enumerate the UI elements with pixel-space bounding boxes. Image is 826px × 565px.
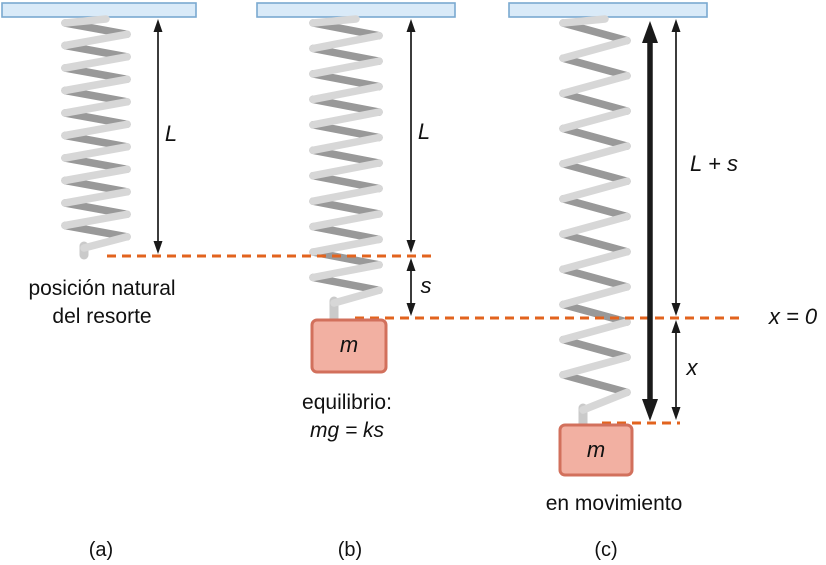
dimension-arrow-L-plus-s-c <box>671 19 681 316</box>
dimension-arrow-s-b <box>406 258 416 316</box>
mass-block-c <box>558 423 634 477</box>
panel-label-c: (c) <box>594 539 618 561</box>
caption-b-equation: mg = ks <box>309 419 385 442</box>
dim-label-s-b: s <box>420 273 432 298</box>
dim-label-x-c: x <box>686 355 698 380</box>
ceiling-bar-c <box>508 2 708 18</box>
caption-c: en movimiento <box>545 492 683 515</box>
mass-label-b: m <box>339 332 359 357</box>
dimension-arrow-L-b <box>406 19 416 253</box>
dim-label-L-b: L <box>417 119 431 144</box>
spring-length-arrow-c <box>642 21 658 421</box>
caption-a-line1: posición natural <box>28 277 176 300</box>
dimension-arrow-L-a <box>153 19 163 254</box>
axis-label-x-equals-0: x = 0 <box>768 304 818 329</box>
mass-block-b <box>310 318 388 374</box>
caption-a-line2: del resorte <box>52 305 152 328</box>
panel-label-a: (a) <box>88 539 114 561</box>
dim-label-L-plus-s-c: L + s <box>690 151 738 176</box>
ceiling-bar-a <box>1 2 197 18</box>
caption-b-line1: equilibrio: <box>302 391 392 414</box>
mass-label-c: m <box>586 437 606 462</box>
panel-label-b: (b) <box>337 539 363 561</box>
spring-c <box>559 15 631 431</box>
spring-b <box>309 15 383 326</box>
spring-a <box>61 15 131 260</box>
dim-label-L-a: L <box>164 121 178 146</box>
dimension-arrow-x-c <box>671 320 681 420</box>
ceiling-bar-b <box>256 2 456 18</box>
